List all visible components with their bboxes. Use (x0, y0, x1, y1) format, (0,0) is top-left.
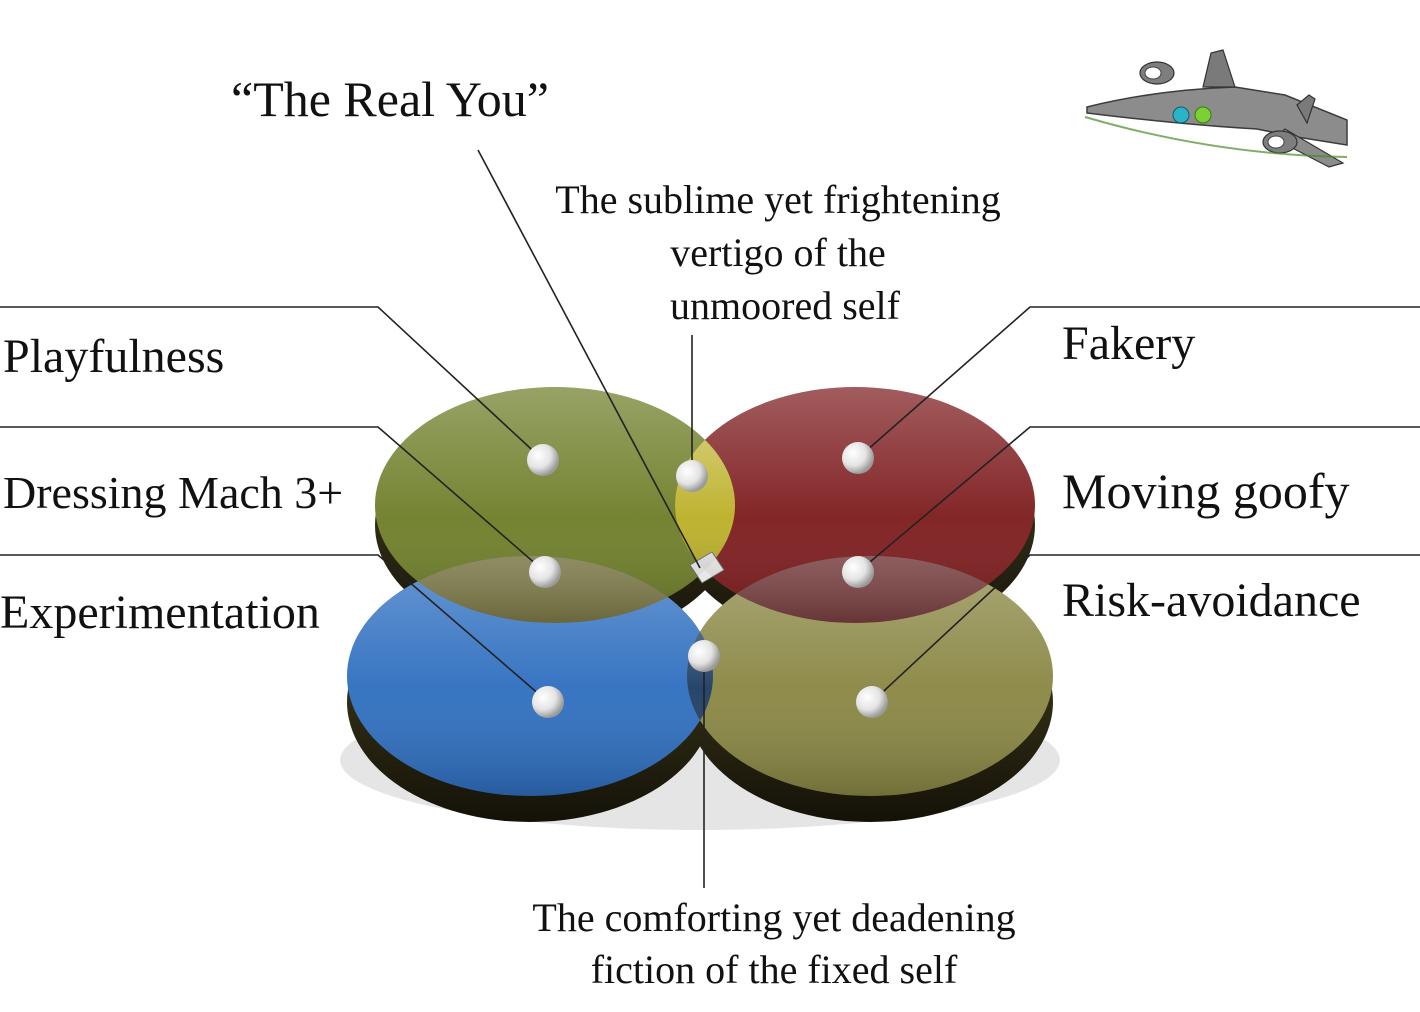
leader-title (477, 149, 701, 569)
leader-moving-goofy (857, 426, 1420, 573)
marker-fakery (842, 442, 874, 474)
leader-fakery (857, 306, 1420, 459)
label-dressing: Dressing Mach 3+ (3, 467, 343, 518)
label-risk-avoidance: Risk-avoidance (1062, 574, 1361, 627)
title-real-you: “The Real You” (231, 71, 549, 127)
marker-dressing (529, 556, 561, 588)
markers (527, 442, 888, 718)
marker-playfulness (527, 444, 559, 476)
label-unmoored-line-2: vertigo of the (670, 230, 886, 275)
label-unmoored-line-3: unmoored self (670, 283, 901, 328)
sr71-jet-icon (1084, 49, 1348, 168)
label-fakery: Fakery (1062, 317, 1195, 370)
gloss-layer (347, 387, 1053, 796)
label-experimentation: Experimentation (0, 586, 320, 639)
recycle-icon (1194, 106, 1212, 124)
leader-dressing (0, 426, 546, 573)
leader-risk-avoidance (871, 554, 1420, 703)
label-fixed-self-line-2: fiction of the fixed self (591, 947, 958, 992)
label-playfulness: Playfulness (3, 330, 224, 383)
marker-moving-goofy (842, 556, 874, 588)
marker-risk-avoidance (856, 686, 888, 718)
label-fixed-self-line-1: The comforting yet deadening (532, 895, 1015, 940)
leader-experimentation (0, 554, 549, 703)
leader-playfulness (0, 306, 544, 461)
label-unmoored-line-1: The sublime yet frightening (555, 177, 1000, 222)
label-moving-goofy: Moving goofy (1062, 463, 1350, 519)
labels: “The Real You” The sublime yet frighteni… (0, 71, 1361, 992)
leader-lines (0, 149, 1420, 888)
yin-yang-icon (1172, 106, 1190, 124)
marker-experimentation (532, 686, 564, 718)
marker-fixed-self (688, 640, 720, 672)
marker-unmoored (676, 460, 708, 492)
